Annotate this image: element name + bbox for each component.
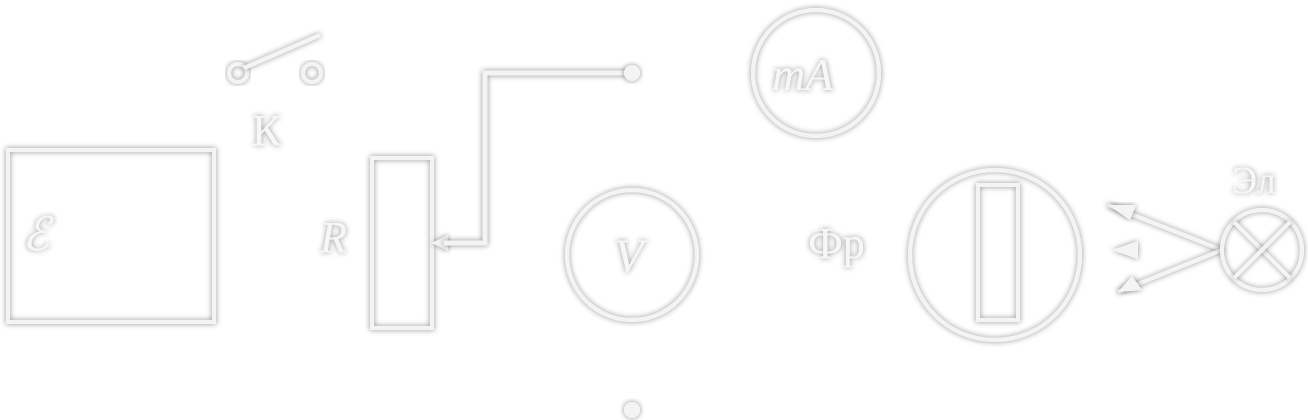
rheostat-label: R [319, 213, 347, 262]
lamp-circle [1220, 208, 1304, 292]
photoresistor-body [976, 183, 1020, 322]
source-label: ℰ [22, 209, 54, 260]
lamp-cross-2 [1232, 220, 1292, 280]
milliammeter-label: mA [772, 49, 834, 100]
photoresistor-circle [908, 168, 1082, 342]
switch-blade [243, 33, 321, 70]
lamp: Эл [1220, 160, 1304, 292]
light-rays [1107, 203, 1223, 294]
rheostat: R [319, 70, 635, 415]
photoresistor: Фр [808, 70, 1082, 413]
voltmeter: V [565, 70, 699, 413]
switch-contact-left [227, 62, 249, 84]
photoresistor-label: Фр [808, 219, 865, 268]
rheostat-body [370, 156, 434, 330]
switch-k: К [142, 33, 408, 155]
ray-lower-arrow [1118, 276, 1142, 292]
emf-source: ℰ [6, 70, 216, 415]
rheostat-slider-wire [443, 70, 635, 246]
switch-label: К [252, 106, 282, 155]
lamp-label: Эл [1232, 160, 1276, 202]
switch-contact-right [301, 62, 323, 84]
voltmeter-label: V [614, 230, 648, 283]
rheostat-slider-arrow [432, 235, 448, 251]
source-frame [6, 148, 216, 324]
ray-middle-arrow [1112, 241, 1138, 259]
ray-upper-arrow [1108, 205, 1136, 220]
milliammeter: mA [629, 8, 998, 138]
